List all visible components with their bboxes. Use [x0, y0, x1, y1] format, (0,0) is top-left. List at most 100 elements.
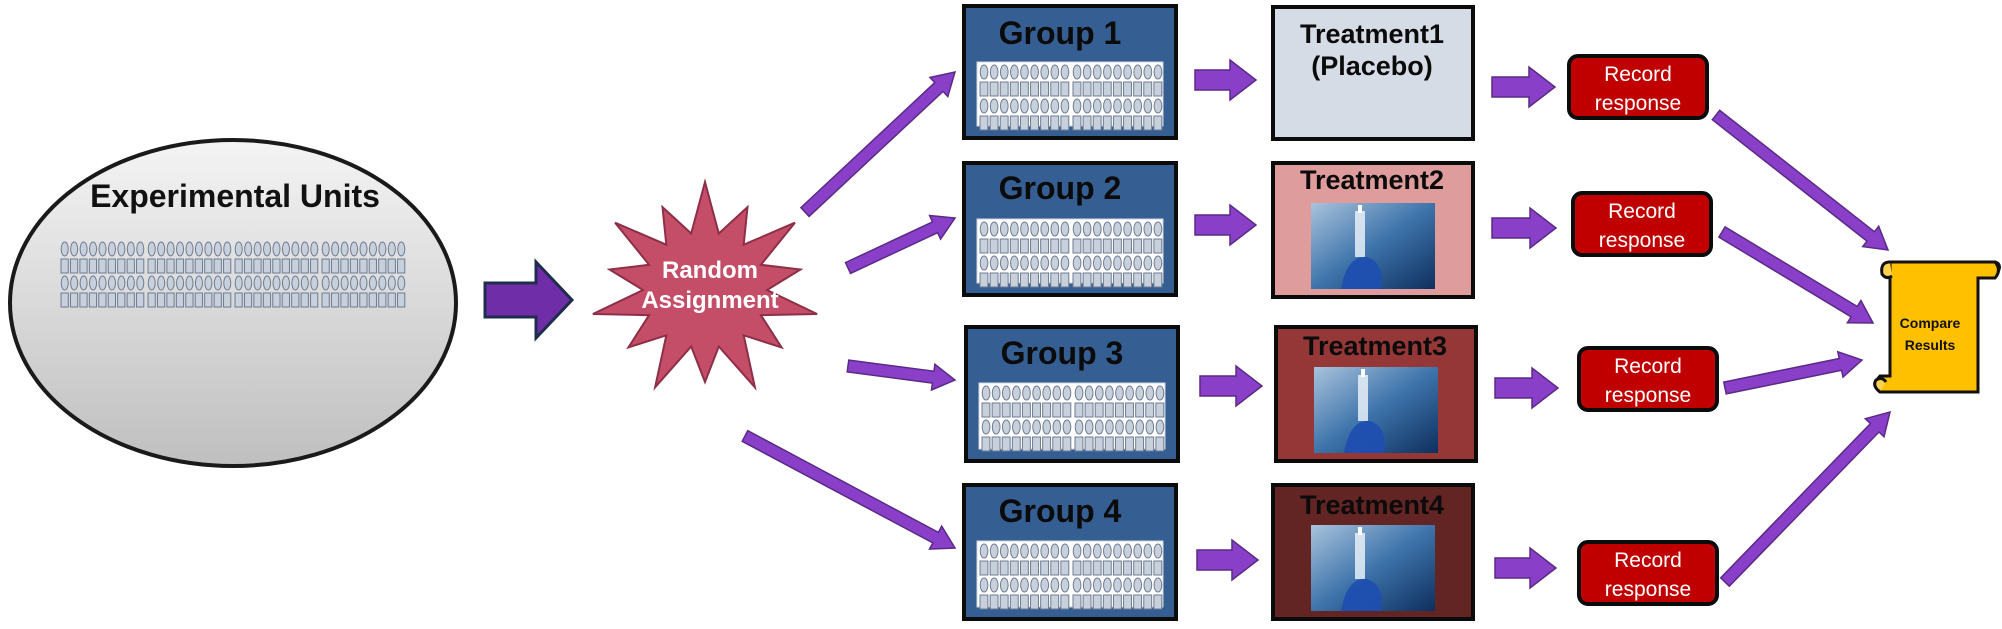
- unit-oval: [1113, 64, 1122, 80]
- unit-oval: [136, 241, 145, 257]
- unit-rect: [1072, 594, 1082, 610]
- syringe-needle: [1358, 205, 1362, 213]
- arrow-to-group-1: [799, 70, 957, 218]
- unit-rect: [272, 292, 281, 308]
- unit-rect: [1125, 436, 1134, 452]
- unit-rect: [1040, 272, 1050, 288]
- unit-rect: [330, 292, 340, 308]
- unit-rect: [1050, 594, 1060, 610]
- unit-rect: [1060, 115, 1070, 131]
- unit-oval: [1060, 255, 1070, 271]
- unit-rect: [1030, 272, 1039, 288]
- arrow-group2-treatment2: [1194, 203, 1258, 247]
- unit-rect: [1082, 81, 1092, 97]
- unit-rect: [368, 292, 377, 308]
- unit-oval: [359, 275, 368, 291]
- unit-rect: [1019, 560, 1029, 576]
- unit-rect: [166, 258, 175, 274]
- unit-rect: [981, 402, 991, 418]
- unit-rect: [999, 238, 1009, 254]
- unit-oval: [1040, 577, 1050, 593]
- compare-results-scroll: [1873, 260, 2001, 394]
- unit-rect: [1153, 594, 1163, 610]
- treatment-1-line1: Treatment1: [1299, 19, 1445, 49]
- unit-rect: [1145, 436, 1155, 452]
- unit-oval: [136, 275, 145, 291]
- unit-rect: [98, 292, 107, 308]
- unit-rect: [359, 292, 368, 308]
- unit-oval: [321, 275, 330, 291]
- unit-rect: [1084, 436, 1094, 452]
- unit-oval: [1052, 385, 1062, 401]
- unit-oval: [107, 241, 116, 257]
- unit-rect: [147, 258, 156, 274]
- unit-rect: [1102, 81, 1112, 97]
- unit-rect: [1001, 436, 1011, 452]
- unit-oval: [1060, 64, 1070, 80]
- unit-oval: [1012, 419, 1021, 435]
- unit-rect: [223, 258, 232, 274]
- unit-oval: [1103, 255, 1112, 271]
- unit-rect: [378, 292, 387, 308]
- unit-rect: [397, 292, 406, 308]
- unit-rect: [1112, 81, 1122, 97]
- unit-rect: [1094, 436, 1104, 452]
- unit-rect: [1074, 402, 1084, 418]
- unit-oval: [1040, 255, 1050, 271]
- unit-rect: [1123, 560, 1132, 576]
- unit-rect: [1143, 81, 1153, 97]
- unit-rect: [79, 258, 88, 274]
- big-arrow: [483, 258, 575, 342]
- unit-oval: [126, 275, 135, 291]
- record-response-4-box: [1577, 540, 1719, 606]
- unit-rect: [1050, 115, 1060, 131]
- unit-rect: [291, 292, 300, 308]
- unit-oval: [147, 241, 156, 257]
- unit-rect: [340, 258, 349, 274]
- unit-rect: [1052, 436, 1062, 452]
- unit-rect: [253, 258, 262, 274]
- unit-rect: [234, 258, 243, 274]
- record-response-1-box: [1567, 54, 1709, 120]
- unit-oval: [70, 241, 79, 257]
- unit-rect: [999, 81, 1009, 97]
- unit-rect: [1133, 560, 1143, 576]
- unit-rect: [1001, 402, 1011, 418]
- unit-rect: [1050, 238, 1060, 254]
- unit-rect: [88, 258, 98, 274]
- unit-oval: [981, 385, 991, 401]
- unit-oval: [1105, 419, 1114, 435]
- unit-rect: [1009, 594, 1019, 610]
- unit-oval: [1133, 255, 1143, 271]
- arrow-to-group-2: [844, 214, 957, 275]
- unit-oval: [60, 275, 69, 291]
- unit-rect: [1123, 81, 1132, 97]
- unit-rect: [117, 292, 126, 308]
- random-assignment-line1: Random: [662, 257, 758, 284]
- unit-oval: [1072, 98, 1082, 114]
- unit-rect: [1032, 402, 1041, 418]
- unit-rect: [1143, 115, 1153, 131]
- unit-oval: [1040, 98, 1050, 114]
- unit-oval: [989, 543, 999, 559]
- unit-rect: [1092, 81, 1102, 97]
- unit-rect: [1102, 594, 1112, 610]
- unit-oval: [1030, 64, 1039, 80]
- unit-rect: [1040, 115, 1050, 131]
- unit-rect: [991, 436, 1001, 452]
- unit-oval: [194, 241, 203, 257]
- unit-oval: [79, 241, 88, 257]
- unit-oval: [979, 221, 989, 237]
- unit-rect: [69, 258, 79, 274]
- unit-oval: [1115, 419, 1124, 435]
- unit-rect: [989, 272, 999, 288]
- unit-oval: [1060, 221, 1070, 237]
- unit-rect: [1153, 560, 1163, 576]
- unit-rect: [1019, 81, 1029, 97]
- unit-oval: [1060, 98, 1070, 114]
- unit-oval: [1103, 221, 1112, 237]
- unit-oval: [213, 241, 222, 257]
- unit-oval: [1072, 255, 1082, 271]
- unit-oval: [368, 275, 377, 291]
- unit-rect: [979, 81, 989, 97]
